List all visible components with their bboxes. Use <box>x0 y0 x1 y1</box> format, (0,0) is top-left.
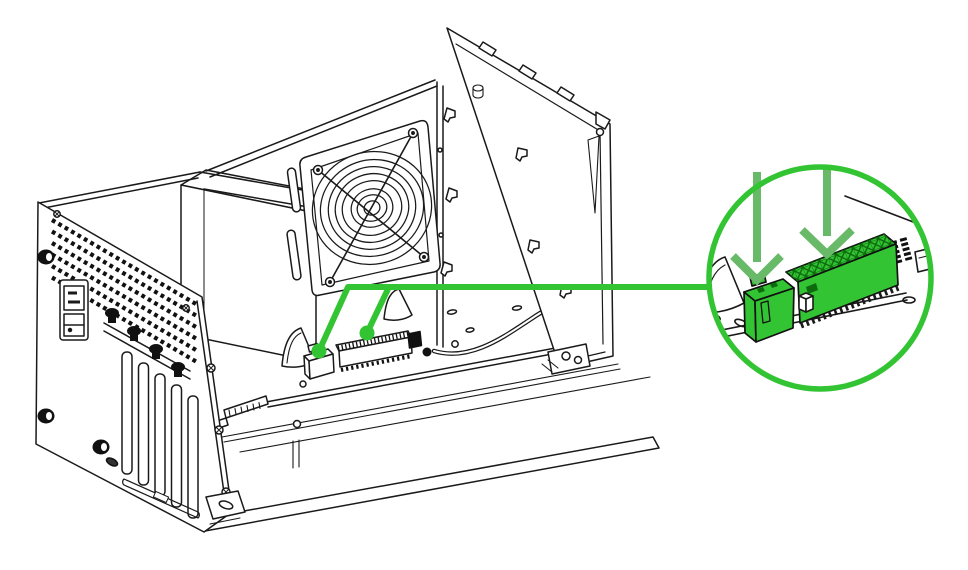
leader-line <box>316 284 712 354</box>
thumbscrews <box>105 308 185 377</box>
callout-connector-4pin <box>743 272 795 343</box>
panel-tab <box>478 41 497 57</box>
oval-hole <box>105 457 119 467</box>
wall-clip <box>445 187 458 203</box>
panel-screw <box>53 210 190 312</box>
slot-covers <box>121 351 199 519</box>
standoff-screw <box>292 419 302 429</box>
fan-guard-x <box>317 132 425 283</box>
callout <box>706 164 934 392</box>
bottom-vent-slot <box>122 478 200 519</box>
callout-small-cube <box>798 292 814 313</box>
panel-cylinder <box>472 84 484 99</box>
leader-dot <box>311 343 327 359</box>
leader-lines <box>316 284 712 354</box>
leader-line <box>364 284 392 336</box>
vent-grid <box>50 218 198 364</box>
panel-strut <box>587 135 600 214</box>
fan-corner-screw <box>312 127 430 288</box>
callout-circle <box>706 164 934 392</box>
motherboard <box>213 305 596 469</box>
panel-latch <box>595 111 611 130</box>
panel-knobs <box>37 249 110 455</box>
board-component <box>407 330 423 349</box>
panel-foot-bracket <box>541 343 591 375</box>
down-arrow-icon <box>730 253 784 286</box>
cooling-fan <box>286 119 441 297</box>
psu-box <box>180 169 342 363</box>
insertion-arrows <box>730 168 855 286</box>
panel-tab <box>556 86 575 102</box>
chassis-base <box>204 363 660 532</box>
ac-inlet <box>59 279 89 341</box>
panel-clip <box>527 239 540 254</box>
down-arrow-icon <box>799 227 855 260</box>
leader-dots <box>311 325 375 359</box>
riser-slot <box>223 395 269 419</box>
rear-panel <box>35 201 246 533</box>
wall-clip <box>440 261 453 277</box>
bottom-bracket <box>205 490 246 525</box>
standoff-screw <box>299 380 307 388</box>
panel-clip <box>515 147 528 162</box>
side-panel <box>446 27 614 375</box>
power-connector-24pin <box>335 330 413 372</box>
leader-dot <box>359 325 375 341</box>
panel-tab <box>518 64 537 80</box>
chassis-line-art <box>35 27 660 533</box>
floor-gusset <box>383 288 413 321</box>
board-screw <box>422 347 432 357</box>
wall-clip <box>443 107 456 123</box>
